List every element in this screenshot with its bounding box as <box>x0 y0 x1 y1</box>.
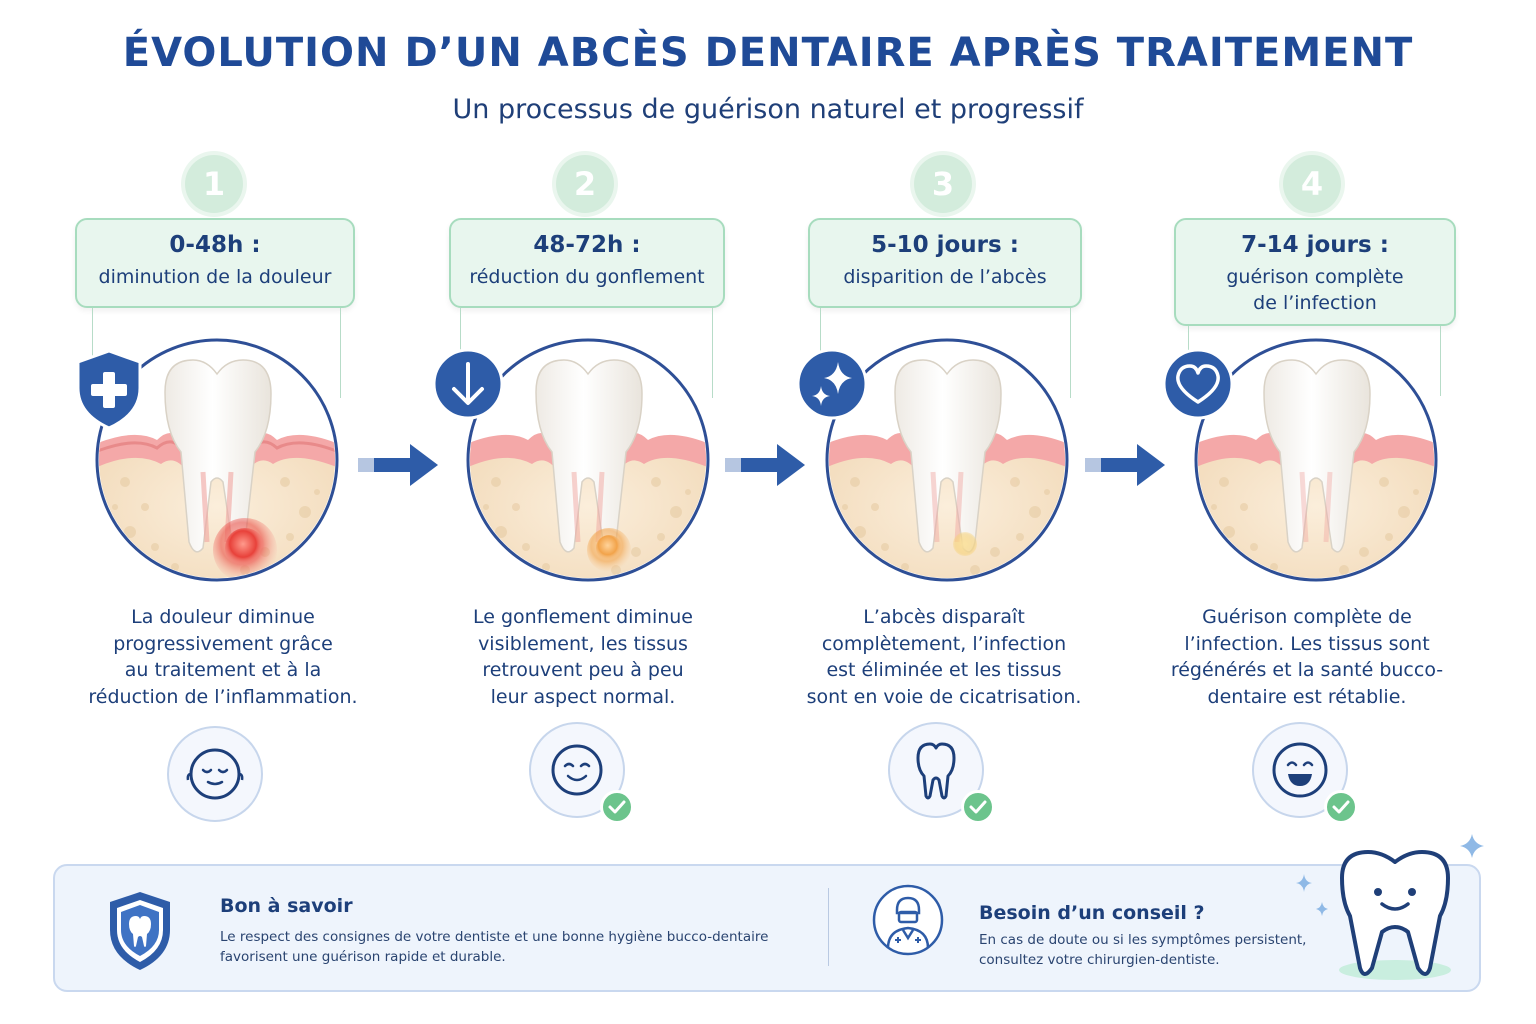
arrow-step-2-to-3 <box>725 440 807 494</box>
step-2-description: Le gonflement diminue visiblement, les t… <box>440 604 726 710</box>
shield-tooth-icon <box>104 888 176 978</box>
step-2-number: 2 <box>556 155 614 213</box>
down-arrow-icon <box>432 348 504 424</box>
tooth-mascot-icon <box>1290 830 1486 994</box>
step-4-desc-line-4: dentaire est rétablie. <box>1207 685 1407 708</box>
arrow-step-3-to-4 <box>1085 440 1167 494</box>
step-1-desc-line-2: progressivement grâce <box>113 632 333 655</box>
info-divider <box>828 888 829 966</box>
sparkle-icon <box>796 348 868 424</box>
step-2-connector-left <box>460 308 461 353</box>
page-title: ÉVOLUTION D’UN ABCÈS DENTAIRE APRÈS TRAI… <box>122 30 1414 76</box>
step-2-label: 48-72h : réduction du gonflement <box>449 218 725 308</box>
step-4-label-line-2: de l’infection <box>1253 292 1377 314</box>
step-2-connector-right <box>712 308 713 398</box>
info-left-text: Le respect des consignes de votre dentis… <box>220 927 800 967</box>
step-1-label-line-1: diminution de la douleur <box>98 266 332 288</box>
step-3-connector-left <box>820 308 821 353</box>
check-icon-step-2 <box>600 790 634 824</box>
step-1-desc-line-1: La douleur diminue <box>131 606 315 628</box>
calm-face-icon <box>167 726 263 822</box>
step-2-time: 48-72h : <box>533 232 641 258</box>
tooth-illustration-2 <box>466 332 710 588</box>
arrow-step-1-to-2 <box>358 440 440 494</box>
step-2-desc-line-1: Le gonflement diminue <box>473 606 693 628</box>
step-4-description: Guérison complète de l’infection. Les ti… <box>1164 604 1450 710</box>
info-right-line-2: consultez votre chirurgien-dentiste. <box>979 952 1220 968</box>
happy-face-icon <box>1252 722 1348 818</box>
step-1-description: La douleur diminue progressivement grâce… <box>80 604 366 710</box>
step-1-label: 0-48h : diminution de la douleur <box>75 218 355 308</box>
step-1-desc-line-3: au traitement et à la <box>124 659 322 681</box>
page-subtitle: Un processus de guérison naturel et prog… <box>452 94 1084 125</box>
step-4-time: 7-14 jours : <box>1241 232 1389 258</box>
step-1-desc-line-4: réduction de l’inflammation. <box>88 685 358 708</box>
step-4-desc-line-1: Guérison complète de <box>1202 606 1412 628</box>
step-1-number: 1 <box>185 155 243 213</box>
step-3-description: L’abcès disparaît complètement, l’infect… <box>798 604 1090 710</box>
step-4-desc-line-2: l’infection. Les tissus sont <box>1184 632 1430 655</box>
step-1-time: 0-48h : <box>169 232 261 258</box>
info-right-line-1: En cas de doute ou si les symptômes pers… <box>979 932 1307 948</box>
info-right-text: En cas de doute ou si les symptômes pers… <box>979 930 1319 970</box>
step-3-time: 5-10 jours : <box>871 232 1019 258</box>
step-2-desc-line-3: retrouvent peu à peu <box>482 659 684 681</box>
tooth-illustration-4 <box>1194 332 1438 588</box>
step-3-desc-line-1: L’abcès disparaît <box>863 606 1025 628</box>
step-3-desc-line-3: est éliminée et les tissus <box>826 659 1062 681</box>
step-3-desc-line-4: sont en voie de cicatrisation. <box>806 685 1082 708</box>
step-4-label-line-1: guérison complète <box>1226 266 1404 288</box>
step-2-desc-line-2: visiblement, les tissus <box>478 632 688 655</box>
step-1-connector-left <box>92 308 93 388</box>
check-icon-step-4 <box>1324 790 1358 824</box>
step-2-label-line-1: réduction du gonflement <box>469 266 705 288</box>
step-3-number: 3 <box>914 155 972 213</box>
step-3-connector-right <box>1070 308 1071 398</box>
info-left-line-2: favorisent une guérison rapide et durabl… <box>220 949 506 965</box>
step-4-connector-left <box>1188 326 1189 356</box>
step-3-desc-line-2: complètement, l’infection <box>821 632 1067 655</box>
info-right-title: Besoin d’un conseil ? <box>979 902 1205 924</box>
step-4-desc-line-3: régénérés et la santé bucco- <box>1170 659 1444 681</box>
step-4-label: 7-14 jours : guérison complète de l’infe… <box>1174 218 1456 326</box>
step-3-label: 5-10 jours : disparition de l’abcès <box>808 218 1082 308</box>
step-2-desc-line-4: leur aspect normal. <box>490 685 676 708</box>
step-3-label-line-1: disparition de l’abcès <box>843 266 1047 288</box>
info-left-line-1: Le respect des consignes de votre dentis… <box>220 929 769 945</box>
check-icon-step-3 <box>961 790 995 824</box>
tooth-illustration-1 <box>95 332 339 588</box>
shield-plus-icon <box>74 348 144 434</box>
heart-icon <box>1162 348 1234 424</box>
info-left-title: Bon à savoir <box>220 895 353 917</box>
step-4-connector-right <box>1440 326 1441 396</box>
info-panel <box>53 864 1481 992</box>
tooth-illustration-3 <box>825 332 1069 588</box>
step-1-connector-right <box>340 308 341 398</box>
step-4-number: 4 <box>1283 155 1341 213</box>
dentist-icon <box>870 882 946 962</box>
